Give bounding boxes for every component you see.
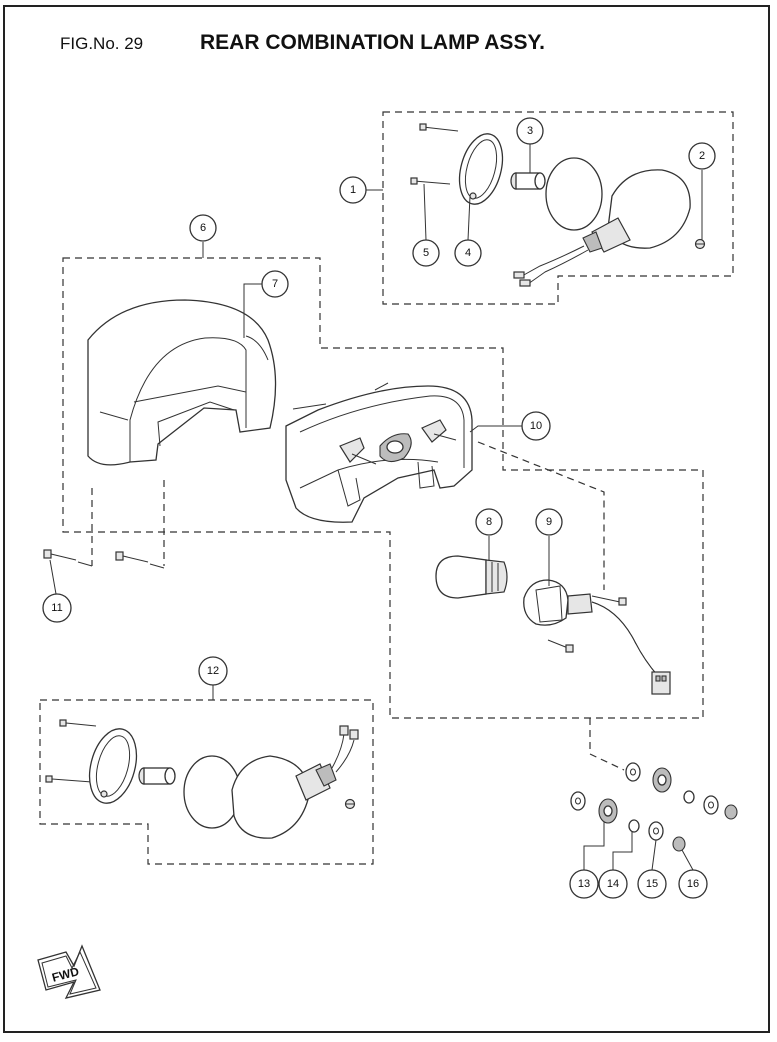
grommet-lower [598, 798, 618, 824]
callout-8-label: 8 [486, 516, 492, 528]
grommet-upper [652, 767, 672, 793]
callout-12: 12 [198, 656, 228, 686]
lamp-base [285, 382, 473, 523]
cover-screws [43, 480, 165, 569]
lens-screw-lower [410, 177, 451, 185]
base-wing-screw-right [421, 419, 457, 443]
tail-bulb [435, 555, 508, 599]
callout-11: 11 [42, 593, 72, 623]
callout-13: 13 [569, 869, 599, 899]
lower-housing-screw [344, 798, 356, 810]
callout-2: 2 [688, 142, 716, 170]
lens-screw-upper [419, 123, 459, 132]
tail-socket-harness [523, 579, 671, 695]
callout-11-label: 11 [51, 602, 62, 614]
callout-6-label: 6 [200, 222, 206, 234]
lamp-cover [87, 299, 277, 466]
callout-10-label: 10 [530, 420, 542, 432]
group-boundary-6 [62, 257, 704, 719]
callout-8: 8 [475, 508, 503, 536]
collar-upper [683, 790, 695, 804]
upper-bulb [510, 172, 546, 190]
group-boundary-12 [39, 699, 374, 865]
cover-screw-right [115, 551, 149, 563]
upper-gasket [545, 157, 603, 231]
figure-number: FIG.No. 29 [60, 34, 144, 53]
washer-lower-left [570, 791, 586, 811]
lower-lens-screw-lower [45, 775, 93, 783]
callout-16: 16 [678, 869, 708, 899]
callout-14-label: 14 [607, 878, 619, 890]
callout-2-label: 2 [699, 150, 705, 162]
callout-12-label: 12 [207, 665, 219, 677]
upper-housing-screw [694, 238, 706, 250]
callout-6: 6 [189, 214, 217, 242]
callout-16-label: 16 [687, 878, 699, 890]
upper-turn-signal-lamp [410, 123, 706, 287]
callout-10: 10 [521, 411, 551, 441]
lens-ring [458, 133, 504, 205]
callout-9-label: 9 [546, 516, 552, 528]
lower-bulb [138, 767, 176, 785]
callout-1-label: 1 [350, 184, 356, 196]
lower-lens-ring [88, 728, 138, 804]
callout-9: 9 [535, 508, 563, 536]
leader-lines [49, 144, 703, 871]
cover-screw-left [43, 549, 77, 561]
callout-4-label: 4 [465, 247, 471, 259]
upper-lamp-housing [513, 169, 691, 287]
callout-3: 3 [516, 117, 544, 145]
base-wing-screw-left [339, 437, 377, 465]
washer-lower-right [648, 821, 664, 841]
callout-4: 4 [454, 239, 482, 267]
fwd-arrow-icon: FWD [37, 944, 101, 999]
figure-border [3, 5, 770, 1033]
callout-15: 15 [637, 869, 667, 899]
callout-7: 7 [261, 270, 289, 298]
callout-3-label: 3 [527, 125, 533, 137]
group-boundary-1 [382, 111, 734, 305]
callout-1: 1 [339, 176, 367, 204]
lower-lamp-housing [231, 725, 359, 839]
callout-5-label: 5 [423, 247, 429, 259]
callout-13-label: 13 [578, 878, 590, 890]
socket-screw-right [591, 595, 627, 606]
washer-upper-right [703, 795, 719, 815]
callout-15-label: 15 [646, 878, 658, 890]
nut-upper [724, 804, 738, 820]
lower-lens-screw-upper [59, 719, 97, 727]
callout-7-label: 7 [272, 278, 278, 290]
fwd-label: FWD [50, 964, 80, 985]
lower-turn-signal-lamp [45, 719, 359, 839]
figure-title: REAR COMBINATION LAMP ASSY. [200, 31, 545, 54]
nut-lower [672, 836, 686, 852]
callout-14: 14 [598, 869, 628, 899]
socket-hole [379, 433, 412, 463]
callout-5: 5 [412, 239, 440, 267]
mounting-hardware [570, 762, 738, 852]
socket-screw-lower [547, 639, 574, 653]
washer-upper-left [625, 762, 641, 782]
collar-lower [628, 819, 640, 833]
